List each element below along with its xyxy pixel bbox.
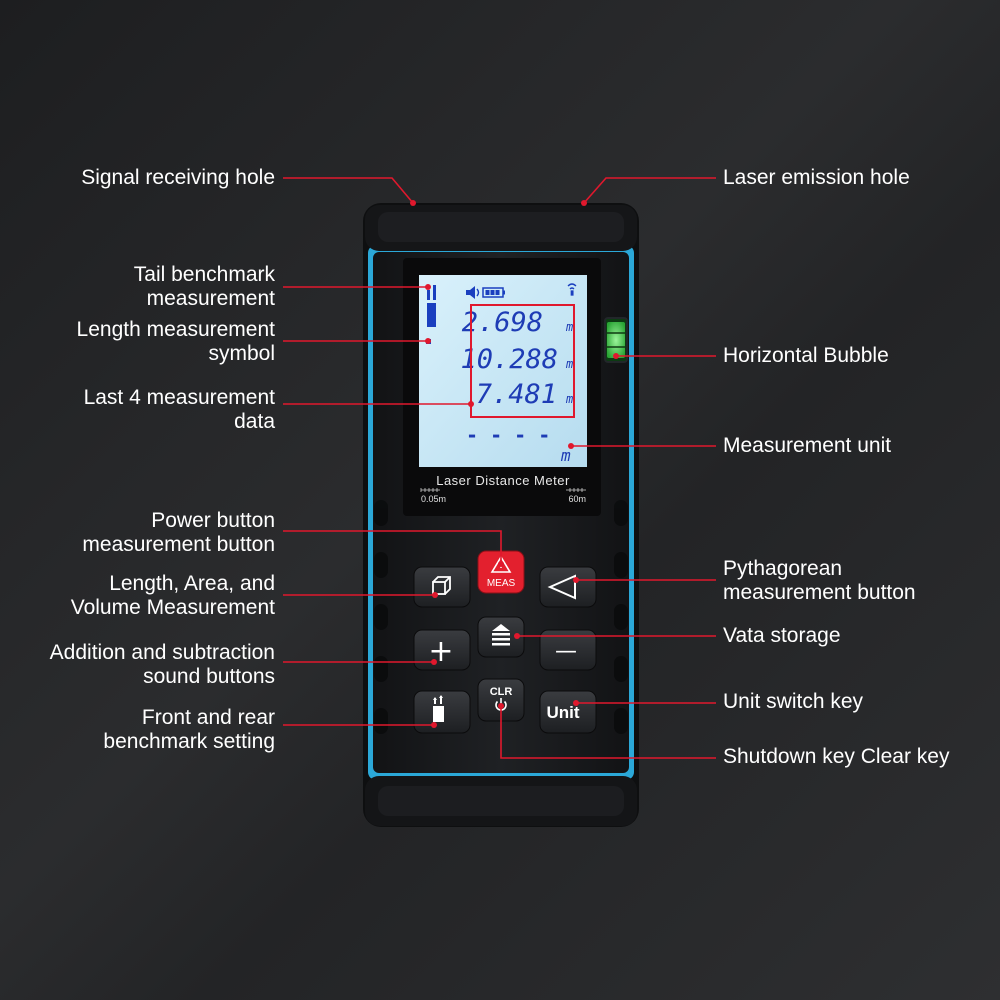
benchmark-button[interactable] — [413, 690, 471, 734]
readings-highlight-box — [470, 304, 575, 418]
label-tail-benchmark: Tail benchmark measurement — [133, 263, 275, 310]
range-scale — [420, 488, 586, 492]
meas-label: MEAS — [487, 578, 516, 589]
reading-1-unit: m — [565, 320, 573, 334]
label-laser-emission-hole: Laser emission hole — [723, 166, 910, 189]
area-volume-button[interactable] — [413, 566, 471, 608]
reading-2: 10.288 — [460, 344, 558, 375]
triangle-icon — [547, 574, 576, 600]
plus-button[interactable]: + — [413, 629, 471, 671]
label-power-button: Power button measurement button — [82, 509, 275, 556]
label-vata-storage: Vata storage — [723, 624, 841, 647]
label-last-4-data: Last 4 measurement data — [83, 386, 275, 433]
sound-icon — [466, 286, 480, 299]
storage-button[interactable] — [477, 616, 525, 658]
label-length-symbol: Length measurement symbol — [76, 318, 275, 365]
unit-button[interactable]: Unit — [539, 690, 597, 734]
label-length-area-volume: Length, Area, and Volume Measurement — [70, 572, 275, 619]
reading-4: - - - - — [466, 423, 550, 447]
reading-3-unit: m — [565, 392, 573, 406]
reading-3: 7.481 — [476, 379, 557, 410]
cube-icon — [432, 576, 451, 595]
reading-2-unit: m — [565, 357, 573, 371]
battery-icon — [482, 287, 505, 298]
callout-lines — [283, 177, 716, 759]
label-measurement-unit: Measurement unit — [723, 434, 892, 457]
horizontal-bubble — [604, 317, 628, 363]
unit-label: Unit — [546, 703, 579, 722]
label-signal-receiving-hole: Signal receiving hole — [81, 166, 275, 189]
minus-button[interactable]: — — [539, 629, 597, 671]
clr-label: CLR — [490, 686, 513, 698]
tail-benchmark-icon — [427, 285, 436, 327]
range-min: 0.05m — [421, 494, 446, 504]
label-add-subtract: Addition and subtraction sound buttons — [49, 641, 275, 688]
range-max: 60m — [568, 494, 586, 504]
label-front-rear: Front and rear benchmark setting — [103, 706, 275, 753]
laser-signal-icon — [567, 283, 577, 296]
label-pythagorean: Pythagorean measurement button — [723, 557, 916, 604]
clr-power-button[interactable]: CLR — [477, 678, 525, 722]
label-unit-switch: Unit switch key — [723, 690, 864, 713]
main-unit: m — [560, 446, 571, 465]
reading-1: 2.698 — [462, 307, 543, 338]
label-horizontal-bubble: Horizontal Bubble — [723, 344, 889, 367]
benchmark-icon — [433, 695, 444, 722]
minus-icon: — — [555, 639, 577, 664]
device-name: Laser Distance Meter — [436, 473, 570, 488]
pythagorean-button[interactable] — [539, 566, 597, 608]
callout-dots — [410, 200, 619, 728]
label-shutdown-clear: Shutdown key Clear key — [723, 745, 950, 768]
storage-icon — [492, 624, 510, 646]
lcd-screen: 2.698 m 10.288 m 7.481 m - - - - m — [419, 275, 587, 467]
